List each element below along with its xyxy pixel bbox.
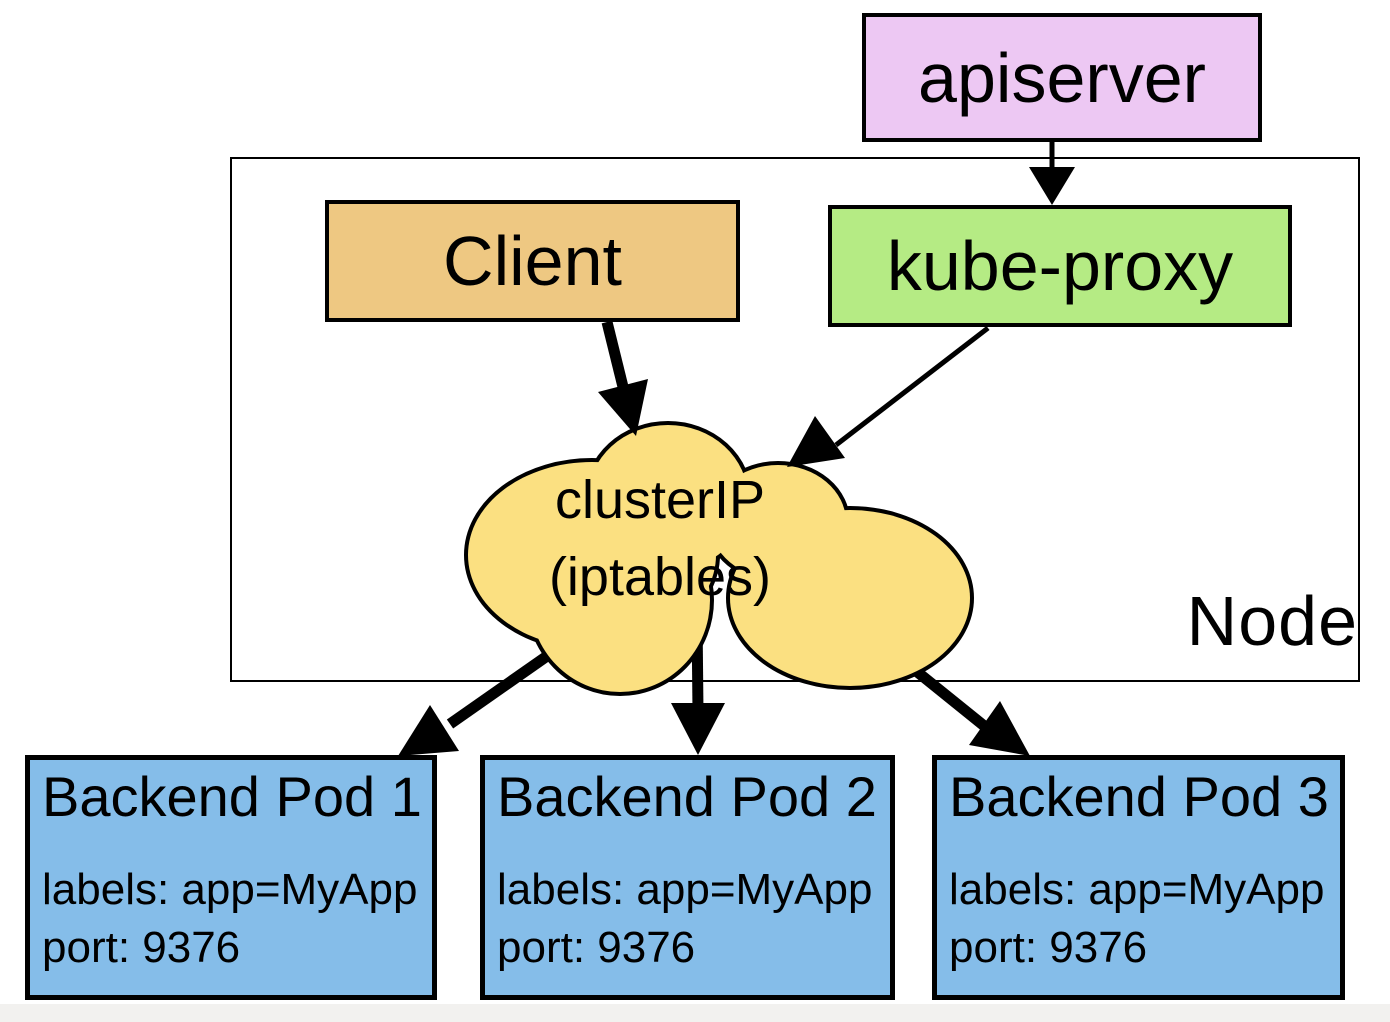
cluster-ip-cloud <box>464 421 974 696</box>
backend-pod-3-box: Backend Pod 3 labels: app=MyApp port: 93… <box>932 755 1345 1000</box>
backend-pod-3-port: port: 9376 <box>949 922 1148 972</box>
cluster-ip-label-line1: clusterIP <box>554 470 766 530</box>
page-footer-strip <box>0 1004 1390 1022</box>
arrow-kubeproxy-to-clusterip <box>787 326 990 467</box>
backend-pod-1-port: port: 9376 <box>42 922 241 972</box>
kube-proxy-box: kube-proxy <box>828 205 1292 327</box>
arrow-client-to-clusterip <box>598 320 648 436</box>
kube-proxy-label: kube-proxy <box>886 227 1234 305</box>
client-label: Client <box>443 222 622 300</box>
apiserver-label: apiserver <box>918 38 1206 117</box>
cluster-ip-label-line2: (iptables) <box>548 546 772 607</box>
backend-pod-2-box: Backend Pod 2 labels: app=MyApp port: 93… <box>480 755 895 1000</box>
backend-pod-2-title: Backend Pod 2 <box>497 765 877 828</box>
apiserver-box: apiserver <box>862 13 1262 142</box>
arrow-apiserver-to-kubeproxy <box>1029 141 1075 205</box>
node-label: Node <box>1186 582 1358 660</box>
backend-pod-3-title: Backend Pod 3 <box>949 765 1329 828</box>
backend-pod-2-port: port: 9376 <box>497 922 696 972</box>
cluster-ip-label: clusterIP (iptables) <box>450 462 870 615</box>
backend-pod-3-labels: labels: app=MyApp <box>949 864 1325 914</box>
backend-pod-1-title: Backend Pod 1 <box>42 765 422 828</box>
backend-pod-1-box: Backend Pod 1 labels: app=MyApp port: 93… <box>25 755 437 1000</box>
backend-pod-1-labels: labels: app=MyApp <box>42 864 418 914</box>
client-box: Client <box>325 200 740 322</box>
backend-pod-2-labels: labels: app=MyApp <box>497 864 873 914</box>
